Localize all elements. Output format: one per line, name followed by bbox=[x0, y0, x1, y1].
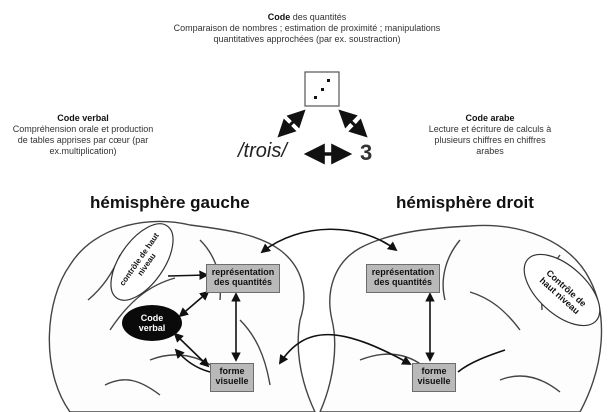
arrow-verbal-quantity bbox=[277, 109, 306, 138]
arabic-code-text: Code arabe Lecture et écriture de calcul… bbox=[420, 113, 560, 157]
verbal-code-title: Code verbal bbox=[57, 113, 109, 123]
left-control-ellipse bbox=[110, 223, 174, 301]
arabic-code-title: Code arabe bbox=[465, 113, 515, 123]
quantity-code-title-rest: des quantités bbox=[290, 12, 347, 22]
arrow-right-visual-to-hemisphere bbox=[457, 349, 506, 373]
arrow-left-verbal-quantity bbox=[178, 290, 210, 318]
quantity-code-title-bold: Code bbox=[267, 12, 291, 22]
arrow-left-control-quantity bbox=[167, 270, 209, 280]
verbal-oval-label: Code verbal bbox=[138, 313, 166, 333]
right-hemisphere-title: hémisphère droit bbox=[396, 193, 534, 212]
dots-quantity-icon bbox=[304, 71, 340, 107]
arabic-code-desc: Lecture et écriture de calculs à plusieu… bbox=[428, 124, 552, 156]
right-visual-box: forme visuelle bbox=[412, 363, 456, 392]
arrow-visual-left-right bbox=[278, 333, 412, 365]
right-brain-outline bbox=[319, 224, 603, 412]
arrow-quantity-left-right bbox=[260, 228, 398, 254]
arrow-left-visual-to-hemisphere bbox=[174, 348, 211, 373]
verbal-oval-shape bbox=[122, 305, 182, 341]
word-trois: /trois/ bbox=[238, 140, 287, 162]
verbal-code-text: Code verbal Compréhension orale et produ… bbox=[8, 113, 158, 157]
left-visual-box: forme visuelle bbox=[210, 363, 254, 392]
left-brain-outline bbox=[48, 220, 316, 412]
quantity-code-desc: Comparaison de nombres ; estimation de p… bbox=[173, 23, 441, 44]
digit-three: 3 bbox=[360, 140, 373, 165]
quantity-code-text: Code des quantités Comparaison de nombre… bbox=[172, 12, 442, 45]
verbal-code-desc: Compréhension orale et production de tab… bbox=[12, 124, 154, 156]
left-quantity-box: représentation des quantités bbox=[206, 264, 280, 293]
right-quantity-box: représentation des quantités bbox=[366, 264, 440, 293]
right-control-ellipse bbox=[523, 253, 601, 327]
arrow-arabic-quantity bbox=[338, 109, 368, 138]
arrow-left-verbal-visual bbox=[173, 332, 210, 368]
left-hemisphere-title: hémisphère gauche bbox=[90, 193, 250, 212]
